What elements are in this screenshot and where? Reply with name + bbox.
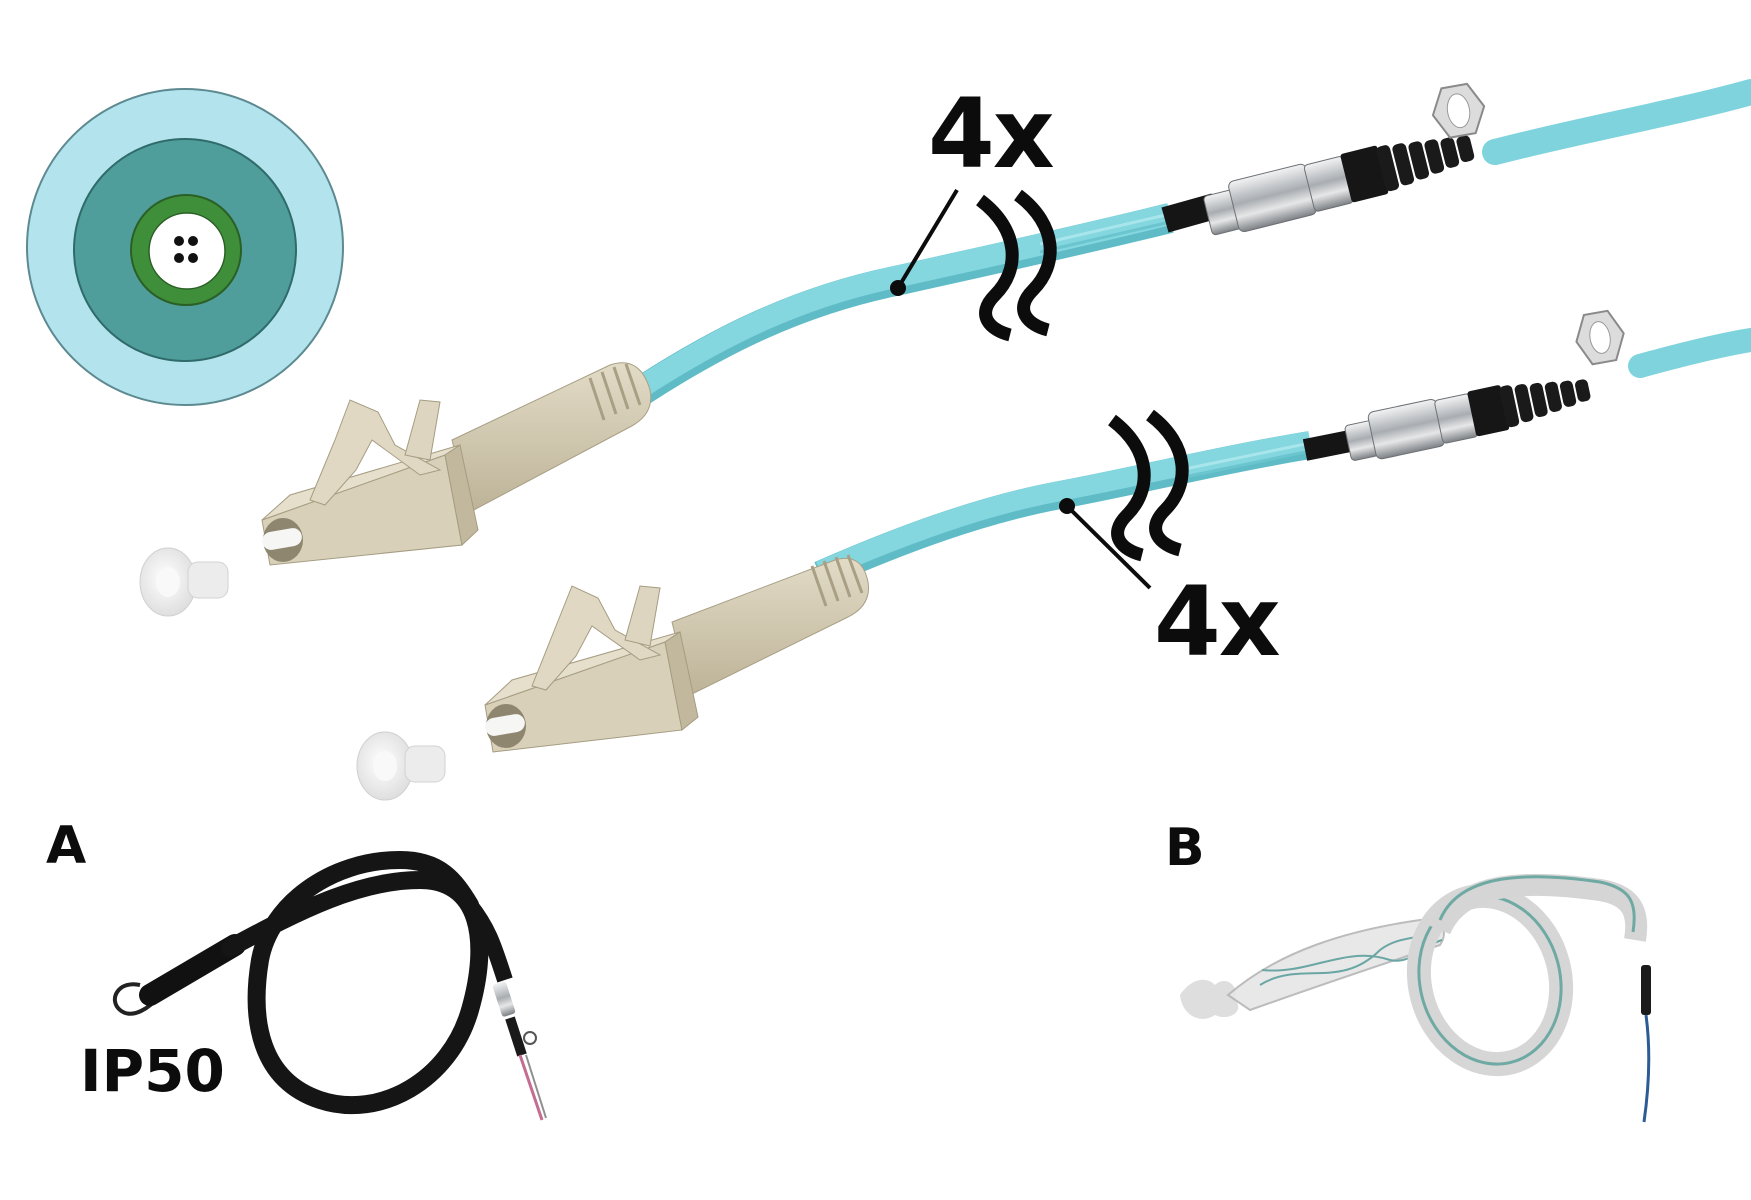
lower-dust-cap <box>356 731 446 801</box>
lower-rear-metal-connector <box>1344 379 1591 461</box>
panel-a-pulling-sock <box>112 850 547 1121</box>
upper-cable-assembly <box>139 79 1751 617</box>
upper-lc-connector <box>261 399 479 566</box>
lower-callout-line <box>1065 504 1152 590</box>
panel-a-letter: A <box>46 816 87 876</box>
lower-cable-assembly <box>356 309 1751 801</box>
upper-callout-line <box>896 188 959 290</box>
ip-rating-label: IP50 <box>80 1037 225 1105</box>
lower-callout-dot <box>1059 498 1075 514</box>
fiber-core-dots <box>174 236 198 263</box>
lower-count-label: 4x <box>1154 566 1281 678</box>
upper-hex-nut <box>1431 82 1486 139</box>
lower-break-symbol <box>1107 409 1189 562</box>
upper-count-label: 4x <box>928 78 1055 190</box>
cable-cross-section <box>26 88 344 406</box>
upper-break-symbol <box>975 189 1057 342</box>
upper-dust-cap <box>139 547 229 617</box>
panel-b-letter: B <box>1165 818 1205 878</box>
upper-rear-metal-connector <box>1203 135 1475 236</box>
lower-hex-nut <box>1575 309 1625 366</box>
lower-lc-connector <box>484 585 699 753</box>
panel-b-mesh-grip <box>1180 873 1651 1123</box>
upper-callout-dot <box>890 280 906 296</box>
